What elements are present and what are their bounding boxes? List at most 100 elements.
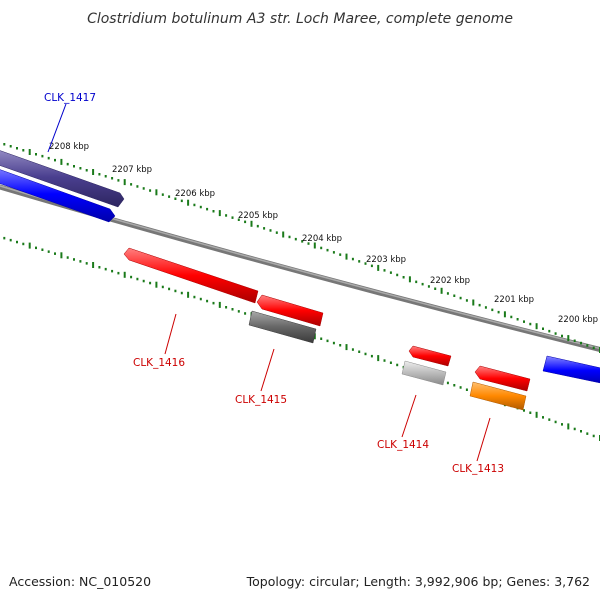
outer-tick — [174, 197, 177, 200]
outer-tick — [41, 154, 44, 158]
leader-line-clk-1413 — [476, 417, 491, 462]
inner-tick — [206, 299, 209, 303]
gene-feature-clk-1413[interactable] — [469, 381, 527, 411]
outer-tick — [66, 162, 69, 166]
gene-label-clk-1414[interactable]: CLK_1414 — [377, 439, 429, 451]
outer-tick — [212, 210, 215, 213]
inner-tick — [231, 308, 234, 311]
inner-tick — [16, 240, 18, 244]
outer-tick — [3, 143, 6, 146]
outer-tick — [92, 169, 95, 175]
outer-tick — [47, 156, 50, 160]
leader-line-clk-1416 — [164, 313, 177, 355]
outer-tick — [332, 251, 335, 254]
gene-feature-clk-1417[interactable] — [0, 147, 125, 208]
inner-tick — [3, 236, 6, 240]
gene-label-clk-1416[interactable]: CLK_1416 — [133, 357, 185, 369]
gene-feature-clk-1414[interactable] — [401, 360, 447, 386]
outer-tick — [320, 246, 323, 250]
inner-tick — [592, 434, 595, 438]
cds-feature-clk-1413[interactable] — [474, 365, 531, 392]
outer-tick — [269, 229, 272, 232]
outer-tick — [561, 334, 563, 338]
cds-feature-right-edge[interactable] — [542, 355, 600, 385]
inner-tick — [580, 430, 582, 433]
inner-tick — [332, 341, 335, 345]
inner-tick — [351, 348, 354, 351]
gene-label-clk-1413[interactable]: CLK_1413 — [452, 463, 504, 475]
inner-tick — [98, 266, 101, 269]
inner-tick — [174, 289, 177, 293]
outer-tick — [193, 203, 196, 207]
inner-tick — [586, 432, 589, 435]
outer-tick — [142, 187, 145, 190]
outer-tick — [104, 175, 107, 178]
outer-tick — [275, 231, 278, 234]
outer-tick — [22, 149, 25, 152]
outer-tick — [472, 299, 475, 306]
outer-tick — [415, 280, 418, 284]
cds-feature-clk-1415[interactable] — [256, 294, 324, 327]
inner-tick — [453, 384, 456, 387]
outer-tick — [231, 216, 234, 219]
outer-tick — [516, 318, 519, 321]
inner-tick — [459, 386, 462, 389]
outer-tick — [155, 189, 158, 196]
inner-tick — [320, 337, 323, 340]
inner-tick — [187, 291, 190, 298]
outer-tick — [130, 183, 133, 186]
inner-tick — [168, 287, 171, 291]
outer-tick — [497, 310, 500, 314]
outer-tick — [250, 220, 253, 227]
inner-tick — [130, 275, 133, 279]
outer-tick — [491, 308, 494, 312]
outer-tick — [402, 276, 405, 279]
gene-label-clk-1415[interactable]: CLK_1415 — [235, 394, 287, 406]
leader-line-clk-1417 — [47, 103, 67, 153]
inner-tick — [9, 238, 12, 242]
outer-tick — [567, 335, 570, 342]
outer-tick — [573, 339, 576, 342]
inner-tick — [244, 312, 247, 315]
cds-feature-clk-1417[interactable] — [0, 166, 116, 223]
kbp-label-2205: 2205 kbp — [238, 211, 278, 221]
inner-tick — [155, 281, 158, 288]
leader-line-clk-1414 — [401, 394, 417, 438]
outer-tick — [592, 346, 595, 350]
outer-tick — [326, 248, 329, 252]
inner-tick — [567, 423, 570, 430]
gene-feature-clk-1415[interactable] — [248, 310, 317, 344]
cds-feature-clk-1416[interactable] — [123, 247, 259, 304]
outer-tick — [225, 214, 228, 217]
outer-tick — [187, 199, 190, 206]
inner-tick — [446, 381, 449, 385]
outer-tick — [427, 285, 430, 288]
inner-tick — [79, 260, 82, 263]
outer-tick — [117, 179, 120, 182]
inner-tick — [345, 344, 348, 351]
inner-tick — [161, 285, 164, 289]
outer-tick — [307, 242, 310, 245]
inner-tick — [389, 361, 392, 364]
outer-tick — [136, 185, 139, 188]
outer-tick — [256, 224, 259, 228]
outer-tick — [554, 332, 557, 335]
kbp-label-2201: 2201 kbp — [494, 295, 534, 305]
cds-feature-clk-1414[interactable] — [408, 345, 452, 367]
outer-tick — [282, 231, 285, 238]
inner-tick — [193, 295, 196, 299]
outer-tick — [28, 149, 31, 155]
outer-tick — [244, 220, 247, 224]
kbp-label-2202: 2202 kbp — [430, 276, 470, 286]
topology-text: Topology: circular; Length: 3,992,906 bp… — [246, 574, 590, 589]
inner-tick — [28, 242, 31, 249]
inner-tick — [212, 301, 215, 305]
outer-tick — [54, 158, 56, 162]
gene-label-clk-1417[interactable]: CLK_1417 — [44, 92, 96, 104]
outer-tick — [542, 327, 544, 330]
outer-tick — [396, 273, 399, 277]
outer-tick — [294, 237, 297, 241]
outer-tick — [218, 210, 221, 217]
outer-tick — [358, 260, 361, 263]
